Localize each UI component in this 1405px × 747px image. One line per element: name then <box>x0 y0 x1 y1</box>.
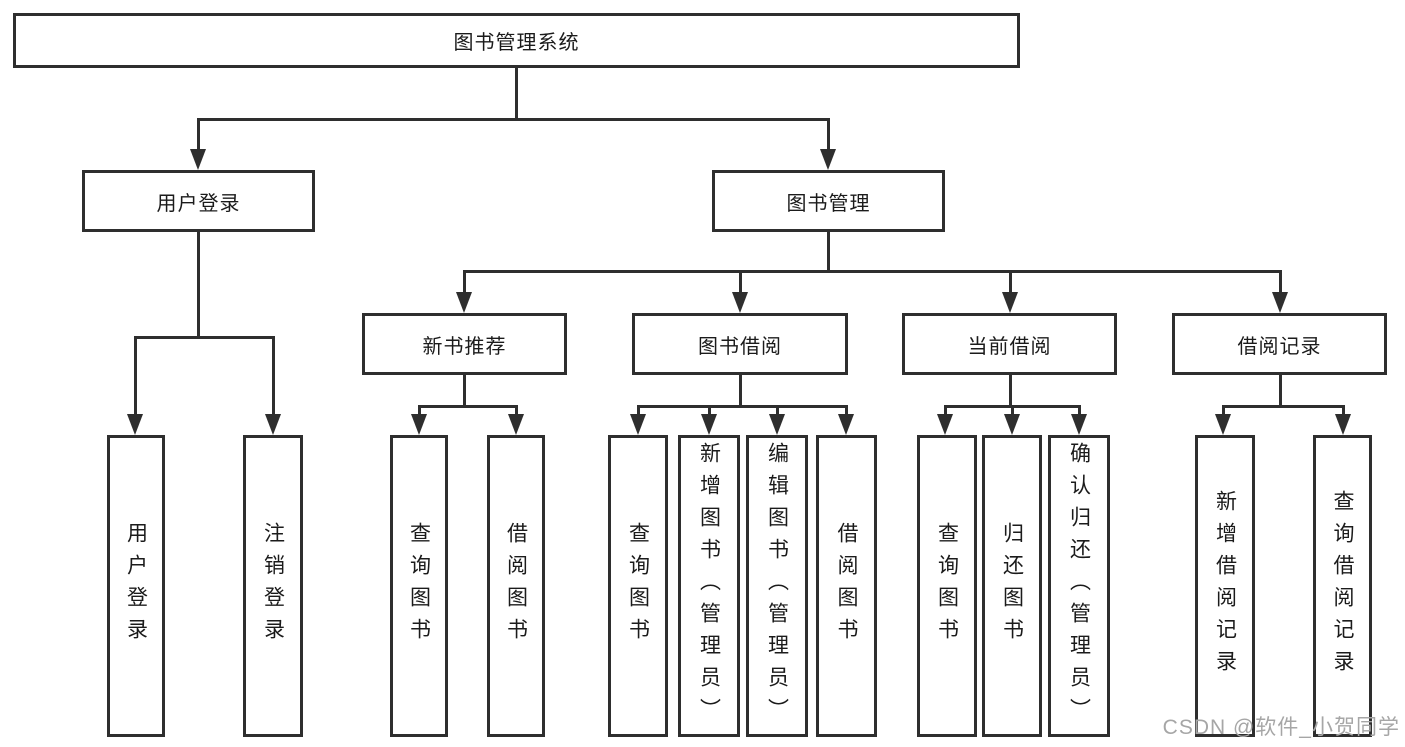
arrow-down-icon <box>701 414 717 435</box>
arrow-down-icon <box>1002 292 1018 313</box>
leaf-return-book-label: 归还图书 <box>1000 522 1024 650</box>
connector-vline <box>1009 375 1012 408</box>
leaf-query-books-borrowing-label: 查询图书 <box>626 522 650 650</box>
arrow-down-icon <box>1215 414 1231 435</box>
leaf-add-book-admin-label: 新增图书（管理员） <box>697 442 721 730</box>
leaf-edit-book-admin: 编辑图书（管理员） <box>746 435 808 737</box>
node-new-book-recommend: 新书推荐 <box>362 313 567 375</box>
connector-vline <box>197 232 200 339</box>
leaf-borrow-books-recommend-label: 借阅图书 <box>504 522 528 650</box>
arrow-down-icon <box>1335 414 1351 435</box>
connector-vline <box>1078 405 1081 417</box>
leaf-query-borrow-record: 查询借阅记录 <box>1313 435 1372 737</box>
leaf-return-book: 归还图书 <box>982 435 1042 737</box>
leaf-edit-book-admin-label: 编辑图书（管理员） <box>765 442 789 730</box>
connector-hline <box>134 336 275 339</box>
leaf-query-borrow-record-label: 查询借阅记录 <box>1331 490 1354 682</box>
node-current-borrowing-label: 当前借阅 <box>967 335 1052 358</box>
connector-vline <box>739 375 742 408</box>
arrow-down-icon <box>769 414 785 435</box>
leaf-confirm-return-admin-label: 确认归还（管理员） <box>1067 442 1091 730</box>
node-book-management: 图书管理 <box>712 170 945 232</box>
arrow-down-icon <box>411 414 427 435</box>
connector-vline <box>637 405 640 417</box>
connector-vline <box>1009 270 1012 295</box>
leaf-user-login: 用户登录 <box>107 435 165 737</box>
connector-hline <box>1222 405 1345 408</box>
leaf-borrow-books-borrowing: 借阅图书 <box>816 435 877 737</box>
leaf-user-login-label: 用户登录 <box>124 522 148 650</box>
connector-hline <box>418 405 518 408</box>
connector-vline <box>776 405 779 417</box>
connector-vline <box>708 405 711 417</box>
leaf-borrow-books-borrowing-label: 借阅图书 <box>835 522 858 650</box>
csdn-watermark: CSDN @软件_小贺同学 <box>1162 716 1400 739</box>
leaf-query-books-borrowing: 查询图书 <box>608 435 668 737</box>
arrow-down-icon <box>1071 414 1087 435</box>
node-book-borrowing-label: 图书借阅 <box>698 335 782 358</box>
connector-vline <box>1279 270 1282 295</box>
leaf-add-borrow-record: 新增借阅记录 <box>1195 435 1255 737</box>
connector-vline <box>1222 405 1225 417</box>
connector-vline <box>197 118 200 152</box>
connector-vline <box>944 405 947 417</box>
connector-vline <box>1011 405 1014 417</box>
leaf-add-book-admin: 新增图书（管理员） <box>678 435 740 737</box>
arrow-down-icon <box>456 292 472 313</box>
connector-vline <box>1342 405 1345 417</box>
connector-vline <box>1279 375 1282 408</box>
node-borrow-records: 借阅记录 <box>1172 313 1387 375</box>
node-book-management-label: 图书管理 <box>786 192 871 215</box>
arrow-down-icon <box>1004 414 1020 435</box>
arrow-down-icon <box>265 414 281 435</box>
connector-hline <box>637 405 847 408</box>
node-new-book-recommend-label: 新书推荐 <box>422 335 507 358</box>
connector-hline <box>197 118 830 121</box>
arrow-down-icon <box>127 414 143 435</box>
connector-vline <box>515 405 518 417</box>
arrow-down-icon <box>838 414 854 435</box>
connector-vline <box>418 405 421 417</box>
node-user-login-label: 用户登录 <box>156 192 241 215</box>
leaf-query-books-current: 查询图书 <box>917 435 977 737</box>
arrow-down-icon <box>190 149 206 170</box>
connector-vline <box>739 270 742 295</box>
connector-vline <box>463 375 466 408</box>
connector-vline <box>134 336 137 417</box>
leaf-confirm-return-admin: 确认归还（管理员） <box>1048 435 1110 737</box>
node-user-login: 用户登录 <box>82 170 315 232</box>
connector-vline <box>272 336 275 417</box>
connector-hline <box>463 270 1282 273</box>
leaf-query-books-current-label: 查询图书 <box>935 522 959 650</box>
connector-vline <box>827 232 830 273</box>
node-current-borrowing: 当前借阅 <box>902 313 1117 375</box>
arrow-down-icon <box>732 292 748 313</box>
node-root-label: 图书管理系统 <box>453 32 580 54</box>
leaf-add-borrow-record-label: 新增借阅记录 <box>1213 490 1237 682</box>
leaf-logout: 注销登录 <box>243 435 303 737</box>
leaf-borrow-books-recommend: 借阅图书 <box>487 435 545 737</box>
arrow-down-icon <box>1272 292 1288 313</box>
connector-vline <box>463 270 466 295</box>
leaf-query-books-recommend: 查询图书 <box>390 435 448 737</box>
node-book-borrowing: 图书借阅 <box>632 313 848 375</box>
arrow-down-icon <box>508 414 524 435</box>
connector-vline <box>845 405 848 417</box>
connector-vline <box>827 118 830 152</box>
node-root: 图书管理系统 <box>13 13 1020 68</box>
leaf-logout-label: 注销登录 <box>261 522 285 650</box>
node-borrow-records-label: 借阅记录 <box>1237 335 1322 358</box>
leaf-query-books-recommend-label: 查询图书 <box>407 522 431 650</box>
arrow-down-icon <box>820 149 836 170</box>
arrow-down-icon <box>937 414 953 435</box>
connector-vline <box>515 68 518 118</box>
arrow-down-icon <box>630 414 646 435</box>
